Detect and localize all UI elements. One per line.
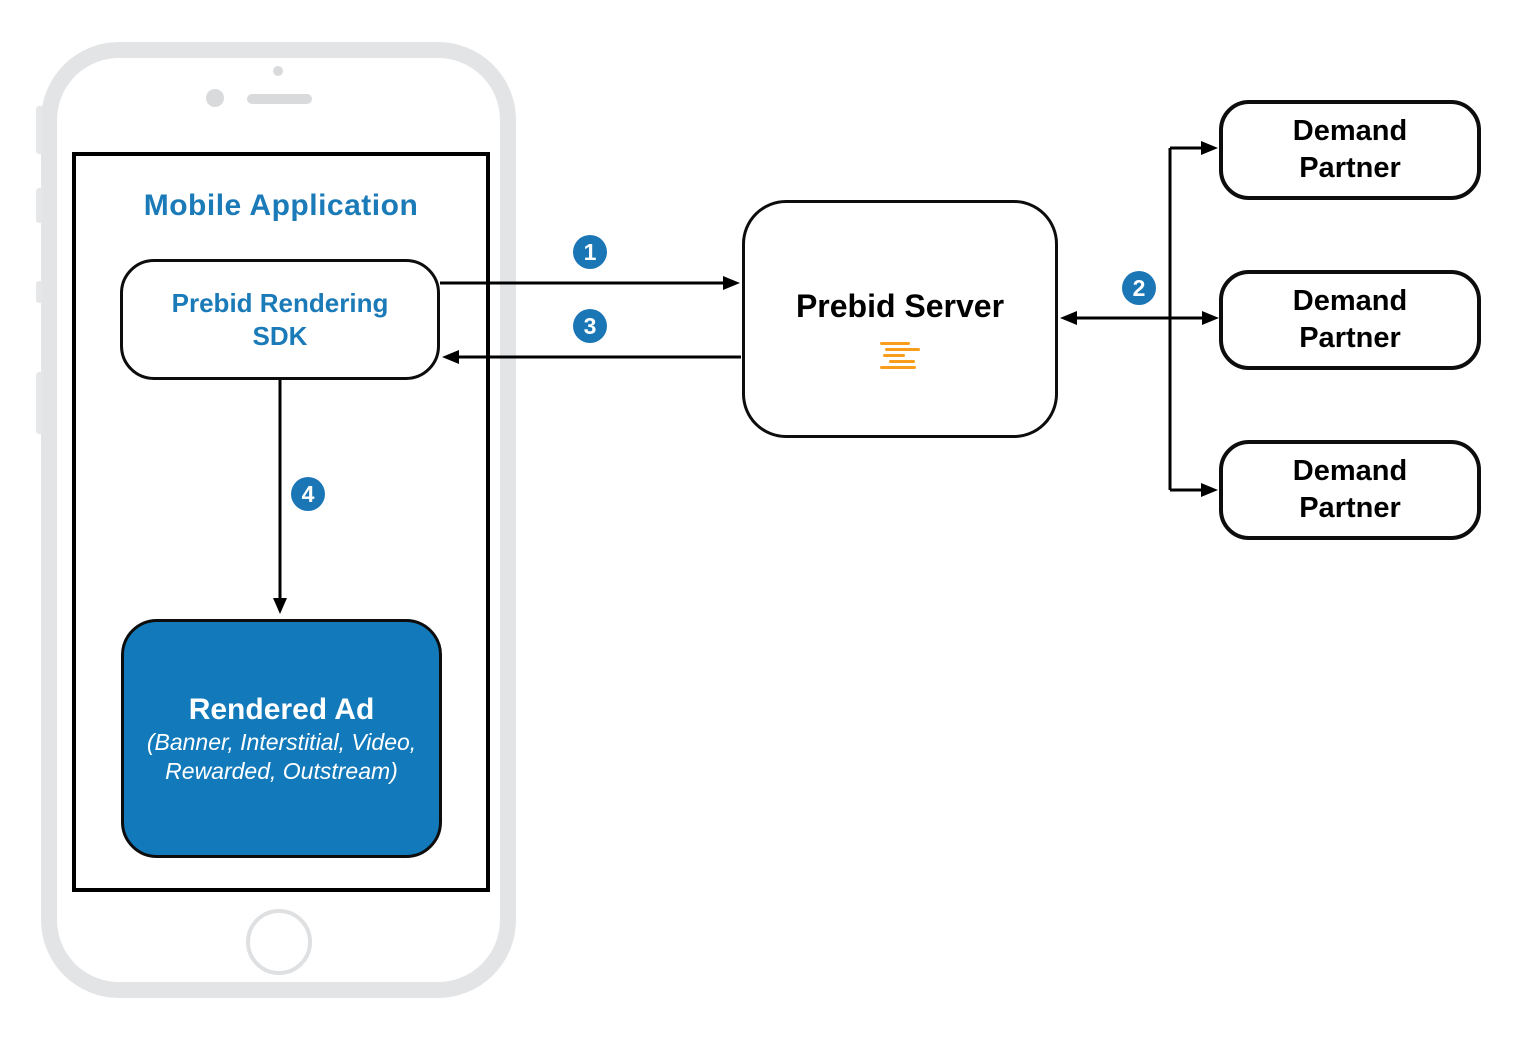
demand-partner-label-line2: Partner — [1299, 322, 1401, 354]
rendered-ad-subtitle-line2: Rewarded, Outstream) — [165, 757, 398, 784]
camera-lens-icon — [206, 89, 224, 107]
prebid-logo-bar — [883, 354, 905, 357]
demand-partner-label-line1: Demand — [1292, 455, 1408, 487]
prebid-logo-bar — [885, 348, 920, 351]
prebid-logo-bar — [880, 366, 916, 369]
step-1-badge: 1 — [573, 235, 607, 269]
step-3-badge: 3 — [573, 309, 607, 343]
phone-side-button — [36, 188, 42, 223]
prebid-rendering-sdk-box: Prebid Rendering SDK — [120, 259, 440, 380]
prebid-orange-lines-icon — [880, 341, 920, 371]
demand-branch-bottom-head-icon — [1201, 483, 1218, 497]
demand-partner-label-line2: Partner — [1299, 492, 1401, 524]
step-2-badge: 2 — [1122, 271, 1156, 305]
sdk-label-line1: Prebid Rendering — [171, 287, 389, 318]
phone-side-button — [36, 372, 42, 434]
demand-partner-label-line1: Demand — [1292, 285, 1408, 317]
demand-partner-box: Demand Partner — [1219, 270, 1481, 370]
demand-partner-box: Demand Partner — [1219, 100, 1481, 200]
demand-partner-label-line2: Partner — [1299, 152, 1401, 184]
home-button-icon — [246, 909, 312, 975]
prebid-logo-bar — [889, 360, 915, 363]
phone-side-button — [36, 281, 42, 303]
prebid-logo-bar — [880, 342, 910, 345]
arrow-step2-left-head-icon — [1060, 311, 1077, 325]
arrow-step1-head-icon — [723, 276, 740, 290]
camera-dot-icon — [273, 66, 283, 76]
sdk-label-line2: SDK — [252, 320, 308, 351]
speaker-icon — [247, 94, 312, 104]
arrow-step2-right-head-icon — [1202, 311, 1219, 325]
prebid-server-box: Prebid Server — [742, 200, 1058, 438]
rendered-ad-subtitle-line1: (Banner, Interstitial, Video, — [146, 728, 417, 755]
step-4-badge: 4 — [291, 477, 325, 511]
rendered-ad-box: Rendered Ad (Banner, Interstitial, Video… — [121, 619, 442, 858]
demand-branch-top-head-icon — [1201, 141, 1218, 155]
demand-partner-box: Demand Partner — [1219, 440, 1481, 540]
rendered-ad-title: Rendered Ad — [188, 692, 375, 726]
mobile-application-title: Mobile Application — [143, 189, 419, 222]
prebid-server-label: Prebid Server — [795, 288, 1005, 324]
demand-partner-label-line1: Demand — [1292, 115, 1408, 147]
phone-side-button — [36, 106, 42, 154]
